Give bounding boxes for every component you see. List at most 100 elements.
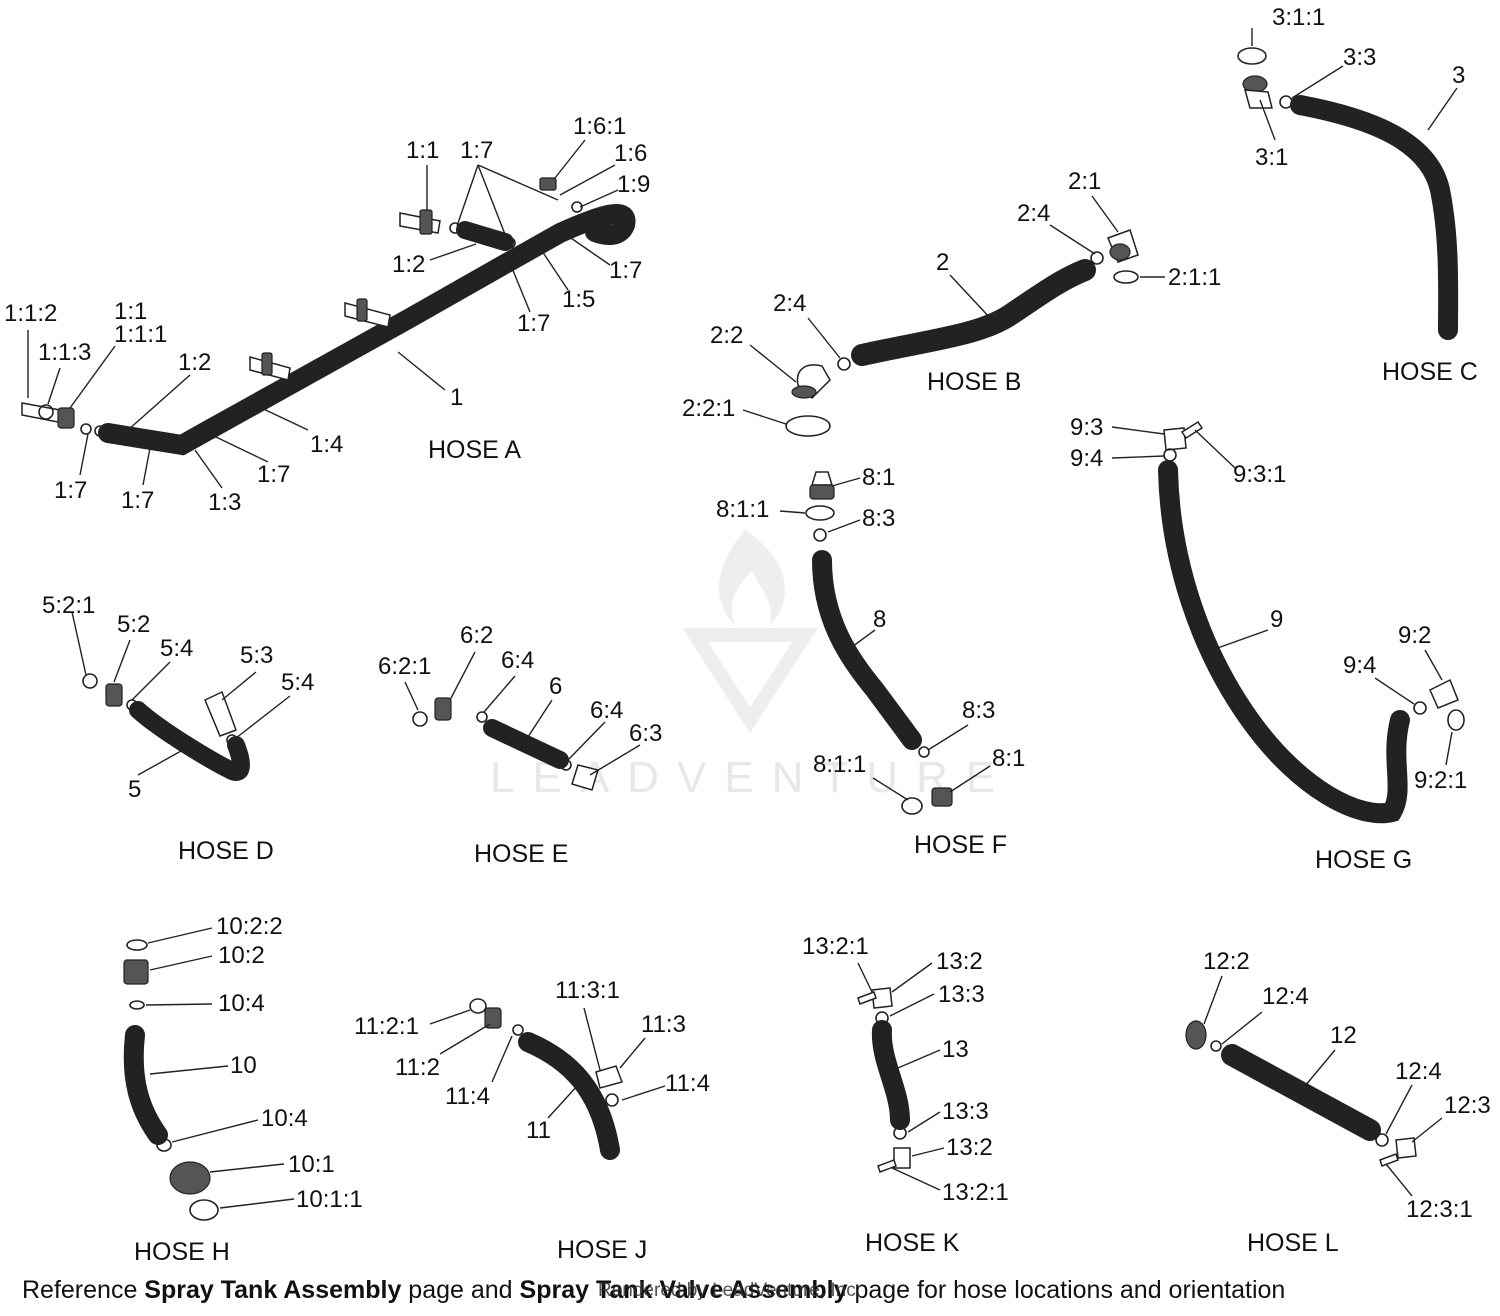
hose-g-tube-inner: [1160, 462, 1408, 822]
part-label: 1:1: [114, 298, 147, 325]
part-label: 5:4: [160, 635, 193, 662]
part-label: 1:1:1: [114, 321, 167, 348]
part-label: 1:5: [562, 286, 595, 313]
hose-f-tube-inner: [814, 552, 920, 748]
hose-f-fitting-bottom: [931, 787, 953, 807]
hose-a-valve: [539, 177, 557, 191]
part-label: 8:1:1: [813, 751, 866, 778]
hose-title: HOSE L: [1247, 1229, 1339, 1257]
hose-title: HOSE G: [1315, 846, 1412, 874]
hose-h-fitting-bottom: [169, 1161, 211, 1195]
hose-c-oring: [1237, 47, 1267, 65]
hose-k-group: [857, 987, 911, 1173]
part-label: 1:2: [178, 349, 211, 376]
hose-l-group: [1185, 1020, 1417, 1167]
part-label: 13:3: [938, 981, 985, 1008]
part-label: 13: [942, 1036, 969, 1063]
part-label: 9:4: [1070, 445, 1103, 472]
footer-text-post: page for hose locations and orientation: [847, 1276, 1286, 1304]
part-label: 8:1: [992, 745, 1025, 772]
part-label: 1:1: [406, 137, 439, 164]
part-label: 3:1: [1255, 144, 1288, 171]
part-label: 3:1:1: [1272, 4, 1325, 31]
part-label: 10:2: [218, 942, 265, 969]
hose-d-elbow: [204, 690, 237, 737]
part-label: 8:3: [962, 697, 995, 724]
part-label: 8:3: [862, 505, 895, 532]
hose-a-group: [21, 177, 636, 456]
hose-a-oring: [38, 404, 54, 420]
footer-ref-spray-tank-assembly: Spray Tank Assembly: [144, 1276, 402, 1304]
hose-h-group: [123, 939, 219, 1221]
part-label: 1:1:2: [4, 300, 57, 327]
part-label: 1:3: [208, 489, 241, 516]
part-label: 11:3: [641, 1011, 686, 1038]
hose-a-upper-tube-inner: [458, 223, 512, 249]
hose-titles: HOSE A HOSE B HOSE C HOSE D HOSE E HOSE …: [134, 358, 1478, 1266]
part-label: 13:3: [942, 1098, 989, 1125]
part-label: 12:4: [1395, 1058, 1442, 1085]
part-label: 1:9: [617, 171, 650, 198]
hose-l-tube-inner: [1223, 1046, 1379, 1139]
footer-note: Reference Spray Tank Assembly page and S…: [22, 1276, 1285, 1305]
hose-k-tube-inner: [873, 1022, 908, 1128]
hose-title: HOSE A: [428, 436, 521, 464]
hose-f-fitting-top: [809, 471, 835, 500]
part-label: 1:7: [517, 310, 550, 337]
part-label: 9:3: [1070, 414, 1103, 441]
hose-g-elbow: [1163, 427, 1187, 451]
hose-g-group: [1158, 420, 1465, 824]
hose-c-tube: [1290, 95, 1459, 340]
part-label: 11:4: [445, 1083, 490, 1110]
hose-f-group: [805, 471, 953, 815]
hose-c-group: [1237, 47, 1459, 340]
hose-d-tube-inner: [131, 703, 248, 779]
hose-c-tube-inner: [1292, 97, 1457, 338]
part-label: 1:7: [54, 477, 87, 504]
hose-a-nozzle-1: [21, 402, 75, 429]
part-label: 9:4: [1343, 652, 1376, 679]
hose-a-tube-inner: [100, 206, 634, 454]
part-label: 6:2: [460, 622, 493, 649]
part-label: 1:4: [310, 431, 343, 458]
part-label: 9:3:1: [1233, 461, 1286, 488]
hose-a-nozzle-4: [399, 209, 441, 235]
hose-g-valve: [1180, 420, 1204, 440]
part-label: 8:1: [862, 464, 895, 491]
hose-title: HOSE K: [865, 1229, 960, 1257]
part-label: 11:2: [395, 1054, 440, 1081]
hose-g-fitting: [1429, 678, 1459, 709]
part-label: 5:2: [117, 611, 150, 638]
hose-e-tube-inner: [485, 721, 567, 767]
hose-e-group: [412, 697, 599, 791]
part-label: 5: [128, 776, 141, 803]
hose-title: HOSE B: [927, 368, 1021, 396]
hose-b-oring-top: [1113, 270, 1139, 284]
footer-ref-spray-tank-valve-assembly: Spray Tank Valve Assembly: [519, 1276, 848, 1304]
hose-b-oring-bottom: [785, 415, 831, 437]
hose-title: HOSE D: [178, 837, 274, 865]
part-label: 10:4: [218, 990, 265, 1017]
part-label: 10: [230, 1052, 257, 1079]
hose-j-group: [469, 998, 623, 1160]
hose-a-nozzle-2: [249, 352, 291, 381]
part-label: 11:2:1: [354, 1013, 419, 1040]
part-label: 1:7: [257, 461, 290, 488]
part-label: 1:7: [460, 137, 493, 164]
part-label: 6:4: [590, 697, 623, 724]
part-label: 8:1:1: [716, 496, 769, 523]
hose-d-group: [82, 673, 250, 781]
part-label: 6:2:1: [378, 653, 431, 680]
part-label: 5:4: [281, 669, 314, 696]
hose-title: HOSE H: [134, 1238, 230, 1266]
part-label: 12:3:1: [1406, 1196, 1473, 1223]
hose-l-valve: [1395, 1137, 1417, 1159]
part-label: 5:2:1: [42, 592, 95, 619]
hose-title: HOSE F: [914, 831, 1007, 859]
part-label: 9:2:1: [1414, 767, 1467, 794]
hose-j-fitting: [484, 1007, 502, 1029]
footer-text-mid: page and: [401, 1276, 520, 1304]
render-credit: Rendered by LeadVenture, Inc.: [598, 1280, 862, 1301]
part-label: 5:3: [240, 642, 273, 669]
part-label: 10:2:2: [216, 913, 283, 940]
